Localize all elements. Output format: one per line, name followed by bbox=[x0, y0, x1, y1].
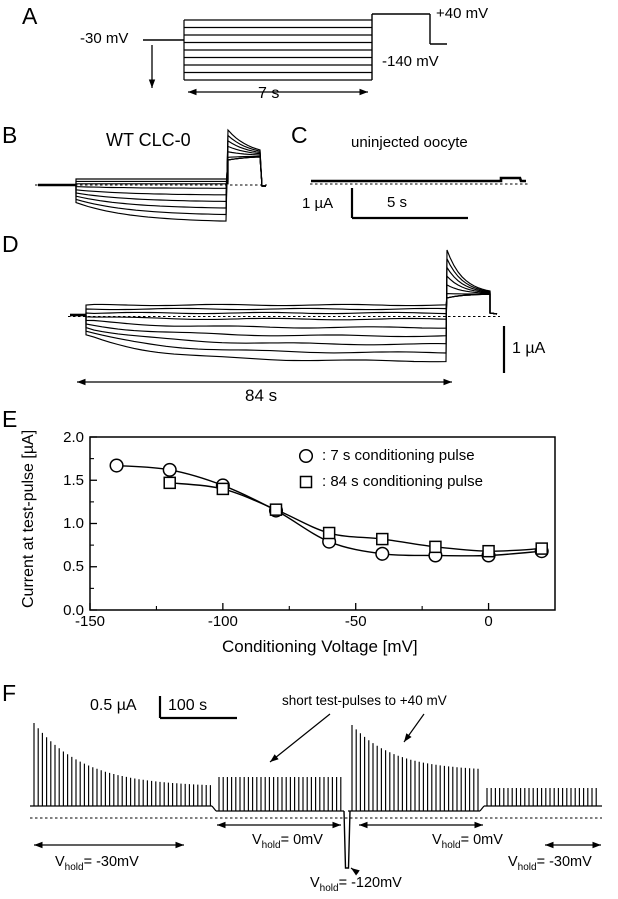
c-current-scale-label: 1 µA bbox=[302, 195, 334, 212]
panel-c-label: C bbox=[291, 122, 308, 148]
panel-a-label: A bbox=[22, 3, 38, 29]
a-hold-voltage-label: -30 mV bbox=[80, 30, 129, 47]
panel-b-label: B bbox=[2, 122, 18, 148]
f-current-scale-label: 0.5 µA bbox=[90, 697, 137, 714]
e-y-tick-label-4: 2.0 bbox=[63, 428, 84, 446]
f-time-scale-label: 100 s bbox=[168, 697, 208, 714]
f-vhold-label-3: Vhold= -120mV bbox=[310, 875, 402, 894]
panel-f-label: F bbox=[2, 680, 17, 706]
c-title: uninjected oocyte bbox=[351, 134, 468, 151]
e-y-tick-label-1: 0.5 bbox=[63, 558, 84, 576]
f-annotation-test-pulses: short test-pulses to +40 mV bbox=[282, 693, 447, 708]
a-min-voltage-label: -140 mV bbox=[382, 53, 439, 70]
f-vhold-label-5: Vhold= -30mV bbox=[508, 854, 592, 873]
e-x-axis-label: Conditioning Voltage [mV] bbox=[222, 637, 418, 656]
panel-d-label: D bbox=[2, 231, 19, 257]
e-x-tick-label-3: 0 bbox=[484, 613, 493, 630]
e-y-axis-label: Current at test-pulse [µA] bbox=[20, 429, 37, 608]
d-duration-label: 84 s bbox=[245, 386, 278, 405]
b-title: WT CLC-0 bbox=[106, 130, 191, 150]
a-duration-label: 7 s bbox=[258, 85, 280, 102]
e-y-tick-label-0: 0.0 bbox=[63, 601, 84, 619]
e-x-tick-label-1: -100 bbox=[207, 613, 238, 630]
c-time-scale-label: 5 s bbox=[387, 194, 408, 211]
e-y-tick-label-3: 1.5 bbox=[63, 471, 84, 489]
e-legend-entry-7s: : 7 s conditioning pulse bbox=[322, 447, 475, 464]
d-current-scale-label: 1 µA bbox=[512, 340, 546, 357]
e-x-tick-label-0: -150 bbox=[74, 613, 106, 630]
panel-e-label: E bbox=[2, 406, 18, 432]
f-vhold-label-4: Vhold= 0mV bbox=[432, 832, 503, 851]
e-y-tick-label-2: 1.0 bbox=[63, 515, 84, 532]
e-legend-entry-84s: : 84 s conditioning pulse bbox=[322, 473, 483, 490]
f-vhold-label-1: Vhold= -30mV bbox=[55, 854, 139, 873]
e-x-tick-label-2: -50 bbox=[344, 613, 367, 630]
f-vhold-label-2: Vhold= 0mV bbox=[252, 832, 323, 851]
a-test-voltage-label: +40 mV bbox=[436, 5, 489, 22]
